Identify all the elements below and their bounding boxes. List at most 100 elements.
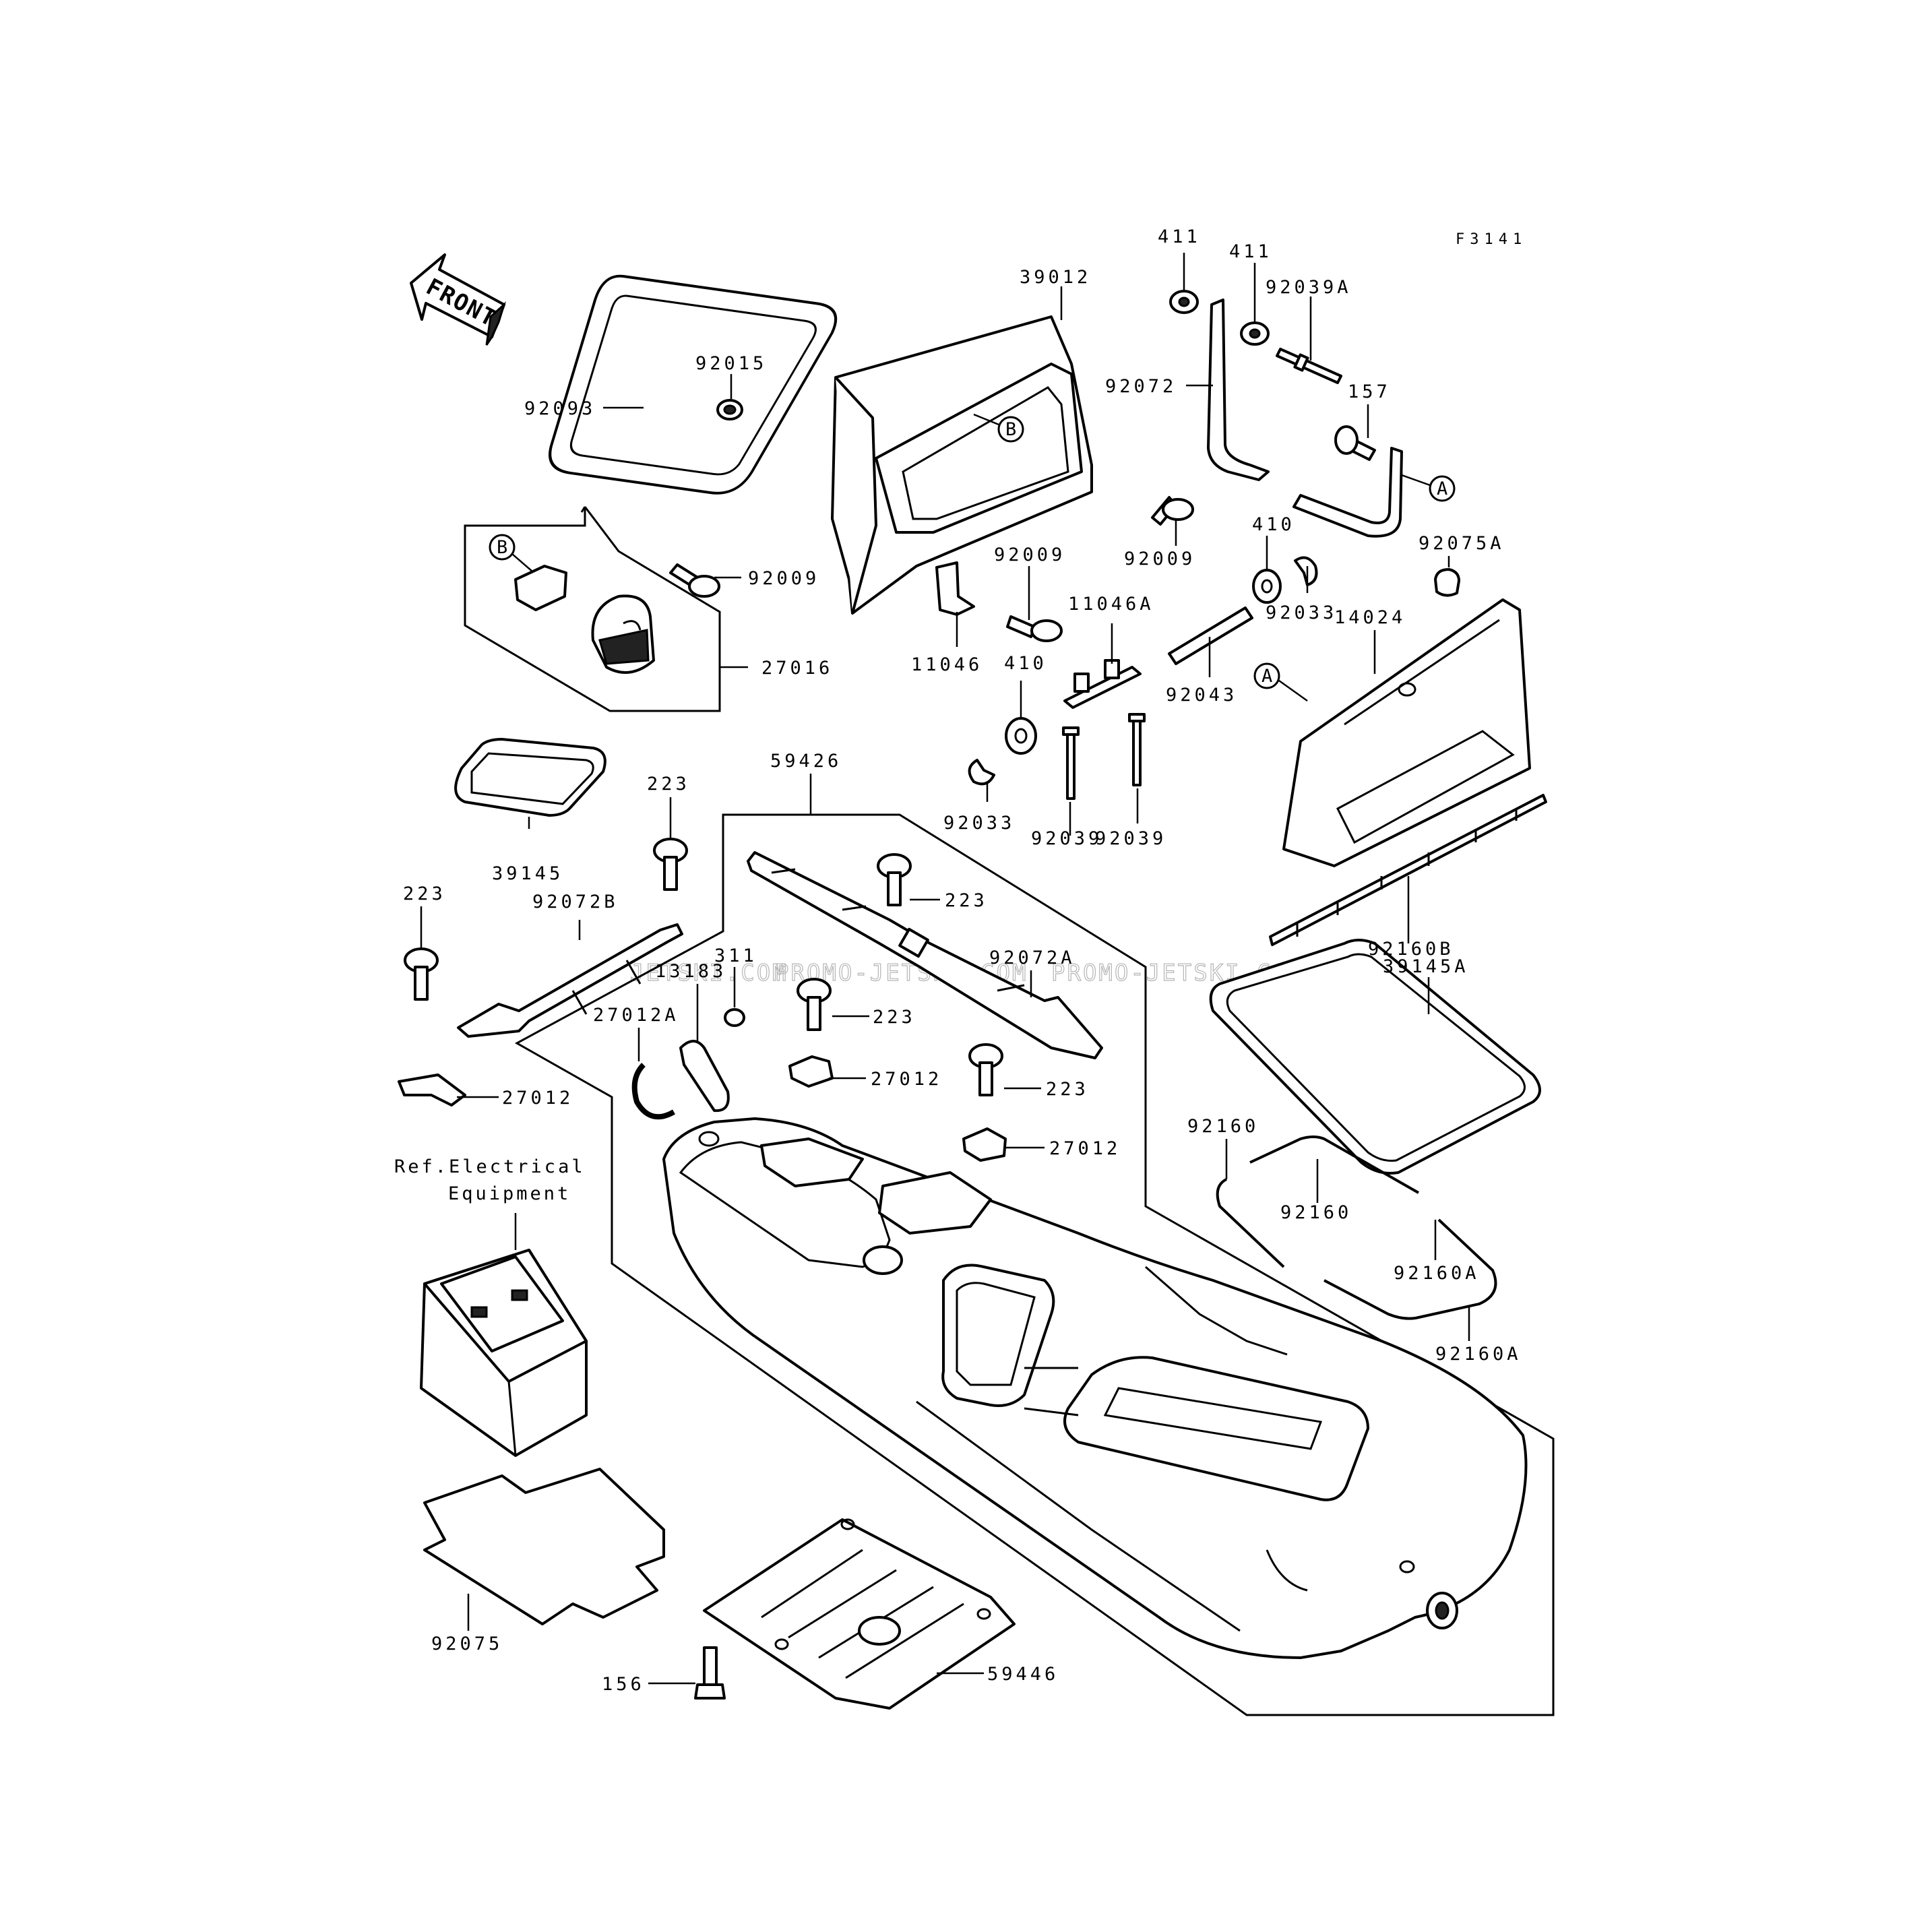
label-411-b: 411 — [1229, 241, 1272, 262]
front-arrow-icon: FRONT — [410, 253, 507, 346]
label-27012A: 27012A — [593, 1005, 679, 1026]
label-13183: 13183 — [655, 961, 726, 982]
screw-92009-b — [1151, 496, 1194, 526]
label-39012: 39012 — [1020, 267, 1091, 288]
clip-92033-b — [1294, 556, 1318, 586]
gasket-39145A — [1209, 939, 1541, 1175]
label-92160A-a: 92160A — [1394, 1263, 1480, 1284]
hull-group-frame — [514, 813, 1555, 1716]
label-223-a: 223 — [647, 774, 690, 794]
gasket-39145 — [454, 738, 606, 817]
strap-92072 — [1207, 299, 1403, 538]
latch-group-box — [464, 506, 721, 712]
plate-13183 — [679, 1040, 730, 1113]
label-92009-tray: 92009 — [1124, 549, 1195, 569]
svg-text:B: B — [497, 537, 510, 558]
label-92093: 92093 — [524, 398, 596, 419]
washer-410-b — [1252, 569, 1282, 604]
label-223-d: 223 — [873, 1007, 916, 1028]
label-39145A: 39145A — [1383, 956, 1469, 977]
rail-92160B — [1269, 794, 1547, 946]
label-27012-b: 27012 — [871, 1069, 942, 1090]
pin-92039-b — [1128, 713, 1146, 786]
skid-plate-59446 — [703, 1518, 1016, 1710]
label-27012-c: 27012 — [1049, 1138, 1121, 1159]
label-92039A: 92039A — [1266, 277, 1352, 298]
ref-note-line2: Equipment — [448, 1183, 571, 1204]
callout-b-tray: B — [973, 413, 1024, 443]
figure-code: F3141 — [1456, 231, 1527, 248]
label-156: 156 — [602, 1674, 645, 1695]
label-92075: 92075 — [431, 1633, 503, 1654]
leader-lines — [420, 253, 1470, 1685]
latch-bar-11046A — [1063, 659, 1142, 709]
callout-a-lower: A — [1253, 662, 1308, 702]
screw-223-b — [404, 947, 439, 1001]
label-92015: 92015 — [695, 353, 767, 374]
strap-92072A — [747, 851, 1103, 1059]
screw-223-d — [797, 978, 832, 1031]
pin-92039-a — [1062, 726, 1080, 800]
label-11046A: 11046A — [1068, 594, 1154, 615]
label-223-e: 223 — [1046, 1079, 1089, 1100]
label-92160B: 92160B — [1368, 939, 1454, 960]
label-92075A: 92075A — [1419, 533, 1505, 554]
screw-92009-a — [669, 563, 720, 598]
label-92160A-b: 92160A — [1435, 1344, 1522, 1365]
washer-410-a — [1005, 717, 1037, 755]
svg-text:A: A — [1437, 478, 1450, 499]
strap-92072B — [457, 923, 683, 1038]
storage-tray-39012 — [831, 315, 1093, 615]
label-92033-upper: 92033 — [1266, 602, 1337, 623]
label-59446: 59446 — [987, 1664, 1059, 1685]
bolt-156 — [694, 1646, 726, 1700]
label-223-b: 223 — [403, 883, 446, 904]
label-39145: 39145 — [492, 863, 563, 884]
bolt-157 — [1334, 425, 1376, 461]
label-92072: 92072 — [1105, 376, 1177, 397]
watermark-1: JETSKI.COM — [630, 960, 788, 987]
seal-strips-92160 — [1216, 1135, 1497, 1320]
label-92009-latch: 92009 — [748, 568, 819, 589]
svg-text:A: A — [1261, 666, 1275, 687]
label-92009-bracket: 92009 — [994, 544, 1065, 565]
ref-note-line1: Ref.Electrical — [394, 1156, 586, 1177]
label-92072A: 92072A — [989, 947, 1076, 968]
svg-text:B: B — [1005, 419, 1019, 440]
screw-223-a — [653, 838, 688, 891]
clip-27012-c — [962, 1127, 1007, 1162]
washer-411-b — [1240, 321, 1270, 346]
label-27012-a: 27012 — [502, 1088, 573, 1109]
label-411-a: 411 — [1158, 226, 1201, 247]
hatch-gasket-92093 — [549, 274, 838, 495]
washer-411-a — [1169, 290, 1199, 314]
label-311: 311 — [714, 945, 757, 966]
screw-92009-c — [1006, 615, 1063, 642]
bracket-11046 — [935, 561, 975, 616]
part-labels: 411 411 39012 92039A 92015 92093 92072 1… — [394, 226, 1522, 1695]
callout-b-latch: B — [489, 534, 533, 572]
nut-311 — [724, 1008, 745, 1027]
label-11046: 11046 — [911, 654, 983, 675]
label-410-lower: 410 — [1004, 653, 1047, 674]
label-27016: 27016 — [761, 658, 833, 679]
lid-14024 — [1282, 598, 1531, 867]
battery — [420, 1249, 588, 1457]
clip-27012-a — [398, 1073, 466, 1107]
label-92039-b: 92039 — [1095, 828, 1166, 849]
label-92160-a: 92160 — [1187, 1116, 1259, 1137]
clip-92033-a — [968, 759, 995, 786]
label-92072B: 92072B — [532, 892, 619, 912]
label-59426: 59426 — [770, 751, 842, 772]
label-223-c: 223 — [945, 890, 988, 911]
label-157: 157 — [1348, 381, 1391, 402]
pin-92039A — [1276, 348, 1342, 384]
label-92039-a: 92039 — [1031, 828, 1102, 849]
label-92160-b: 92160 — [1280, 1202, 1352, 1223]
screw-223-e — [968, 1043, 1003, 1096]
label-92043: 92043 — [1166, 685, 1237, 706]
stopper-92075A — [1434, 568, 1460, 597]
screw-223-c — [877, 853, 912, 906]
label-14024: 14024 — [1334, 607, 1406, 628]
